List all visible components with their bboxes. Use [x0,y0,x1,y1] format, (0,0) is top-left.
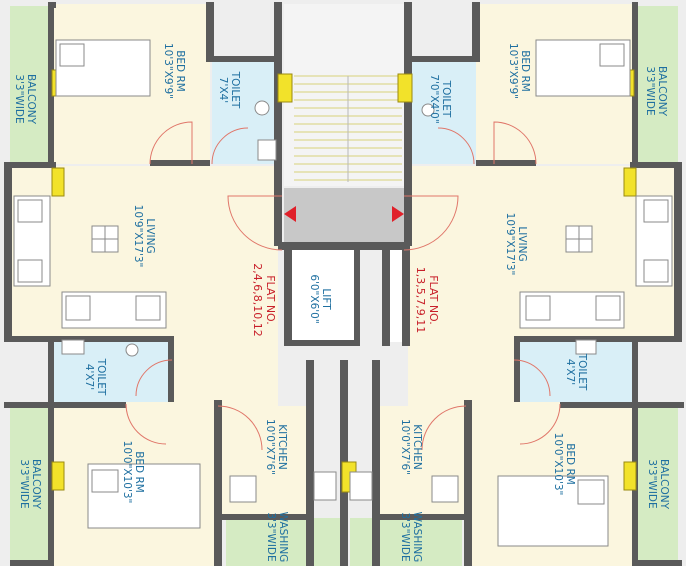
flat-number-label-right: FLAT NO.1,3,5,7,9,11 [414,266,440,334]
staircase [294,75,402,182]
doors [125,121,561,451]
toilet-areas [54,60,632,402]
entry-arrows [284,206,404,222]
balcony-areas [10,6,678,566]
walls [4,2,684,566]
furniture [13,39,673,547]
flat-number-label-left: FLAT NO.2,4,6,8,10,12 [251,263,277,337]
